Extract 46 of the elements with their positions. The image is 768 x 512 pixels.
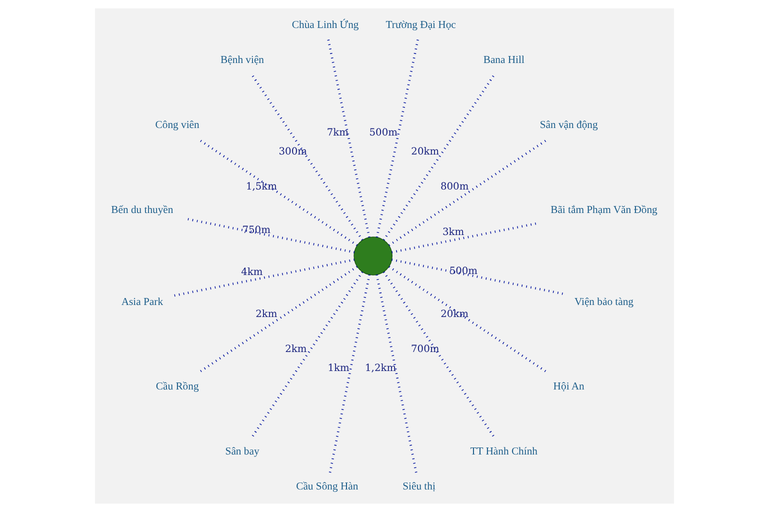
node-text: Bến du thuyền bbox=[110, 204, 173, 216]
edge-label: 20km bbox=[410, 146, 439, 158]
node-text: Cầu Sông Hàn bbox=[296, 482, 358, 493]
edge-label: 1,5km bbox=[245, 181, 277, 192]
edge-label: 3km bbox=[442, 227, 464, 238]
edge-label: 1km bbox=[327, 363, 349, 374]
node-text: Trường Đại Học bbox=[385, 20, 456, 31]
node-text: Bãi tắm Phạm Văn Đồng bbox=[550, 204, 657, 216]
edge-label: 750m bbox=[242, 224, 270, 236]
node-circle bbox=[353, 236, 392, 276]
connector bbox=[250, 73, 363, 241]
node-text: Bệnh viện bbox=[220, 55, 264, 66]
node-text: Bana Hill bbox=[482, 55, 524, 66]
connector bbox=[382, 271, 496, 439]
connector bbox=[250, 271, 363, 439]
node-text: Hội An bbox=[552, 382, 584, 393]
connector bbox=[388, 138, 548, 246]
edge-label: 2km bbox=[284, 344, 306, 356]
connector bbox=[326, 38, 370, 238]
node-text: Sân vận động bbox=[539, 120, 598, 132]
edge-label: 500m bbox=[448, 266, 478, 278]
connector bbox=[375, 274, 417, 474]
node-text: TT Hành Chính bbox=[470, 446, 537, 458]
connector bbox=[388, 266, 548, 374]
edge-label: 4km bbox=[240, 267, 262, 278]
edge-label: 2km bbox=[255, 309, 277, 320]
edge-label: 700m bbox=[410, 344, 439, 356]
connector bbox=[391, 258, 563, 295]
node-text: Công viên bbox=[154, 120, 199, 132]
node-text: Chùa Linh Ứng bbox=[291, 20, 358, 31]
node-text: Sân bay bbox=[224, 446, 259, 458]
connector bbox=[382, 73, 496, 241]
node-text: Siêu thị bbox=[402, 482, 435, 493]
connector bbox=[391, 222, 537, 254]
edge-label: 7km bbox=[326, 127, 348, 138]
node-text: Asia Park bbox=[120, 296, 163, 308]
edge-label: 500m bbox=[368, 127, 398, 138]
edge-label: 1,2km bbox=[364, 363, 396, 374]
connector bbox=[328, 274, 370, 474]
connector bbox=[375, 38, 419, 238]
edge-label: 300m bbox=[278, 146, 306, 158]
node-text: Cầu Rồng bbox=[155, 382, 198, 393]
node-text: Viện bảo tàng bbox=[574, 296, 634, 308]
edge-label: 800m bbox=[440, 181, 468, 192]
connector bbox=[186, 218, 354, 254]
edge-label: 20km bbox=[440, 309, 468, 320]
